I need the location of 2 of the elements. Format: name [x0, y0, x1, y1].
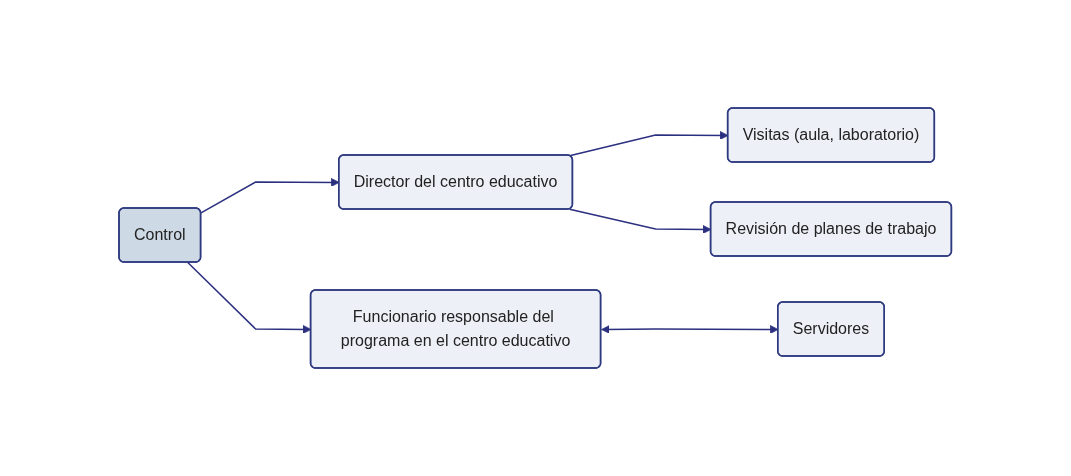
- arrow: [601, 325, 779, 334]
- arrow: [200, 178, 340, 214]
